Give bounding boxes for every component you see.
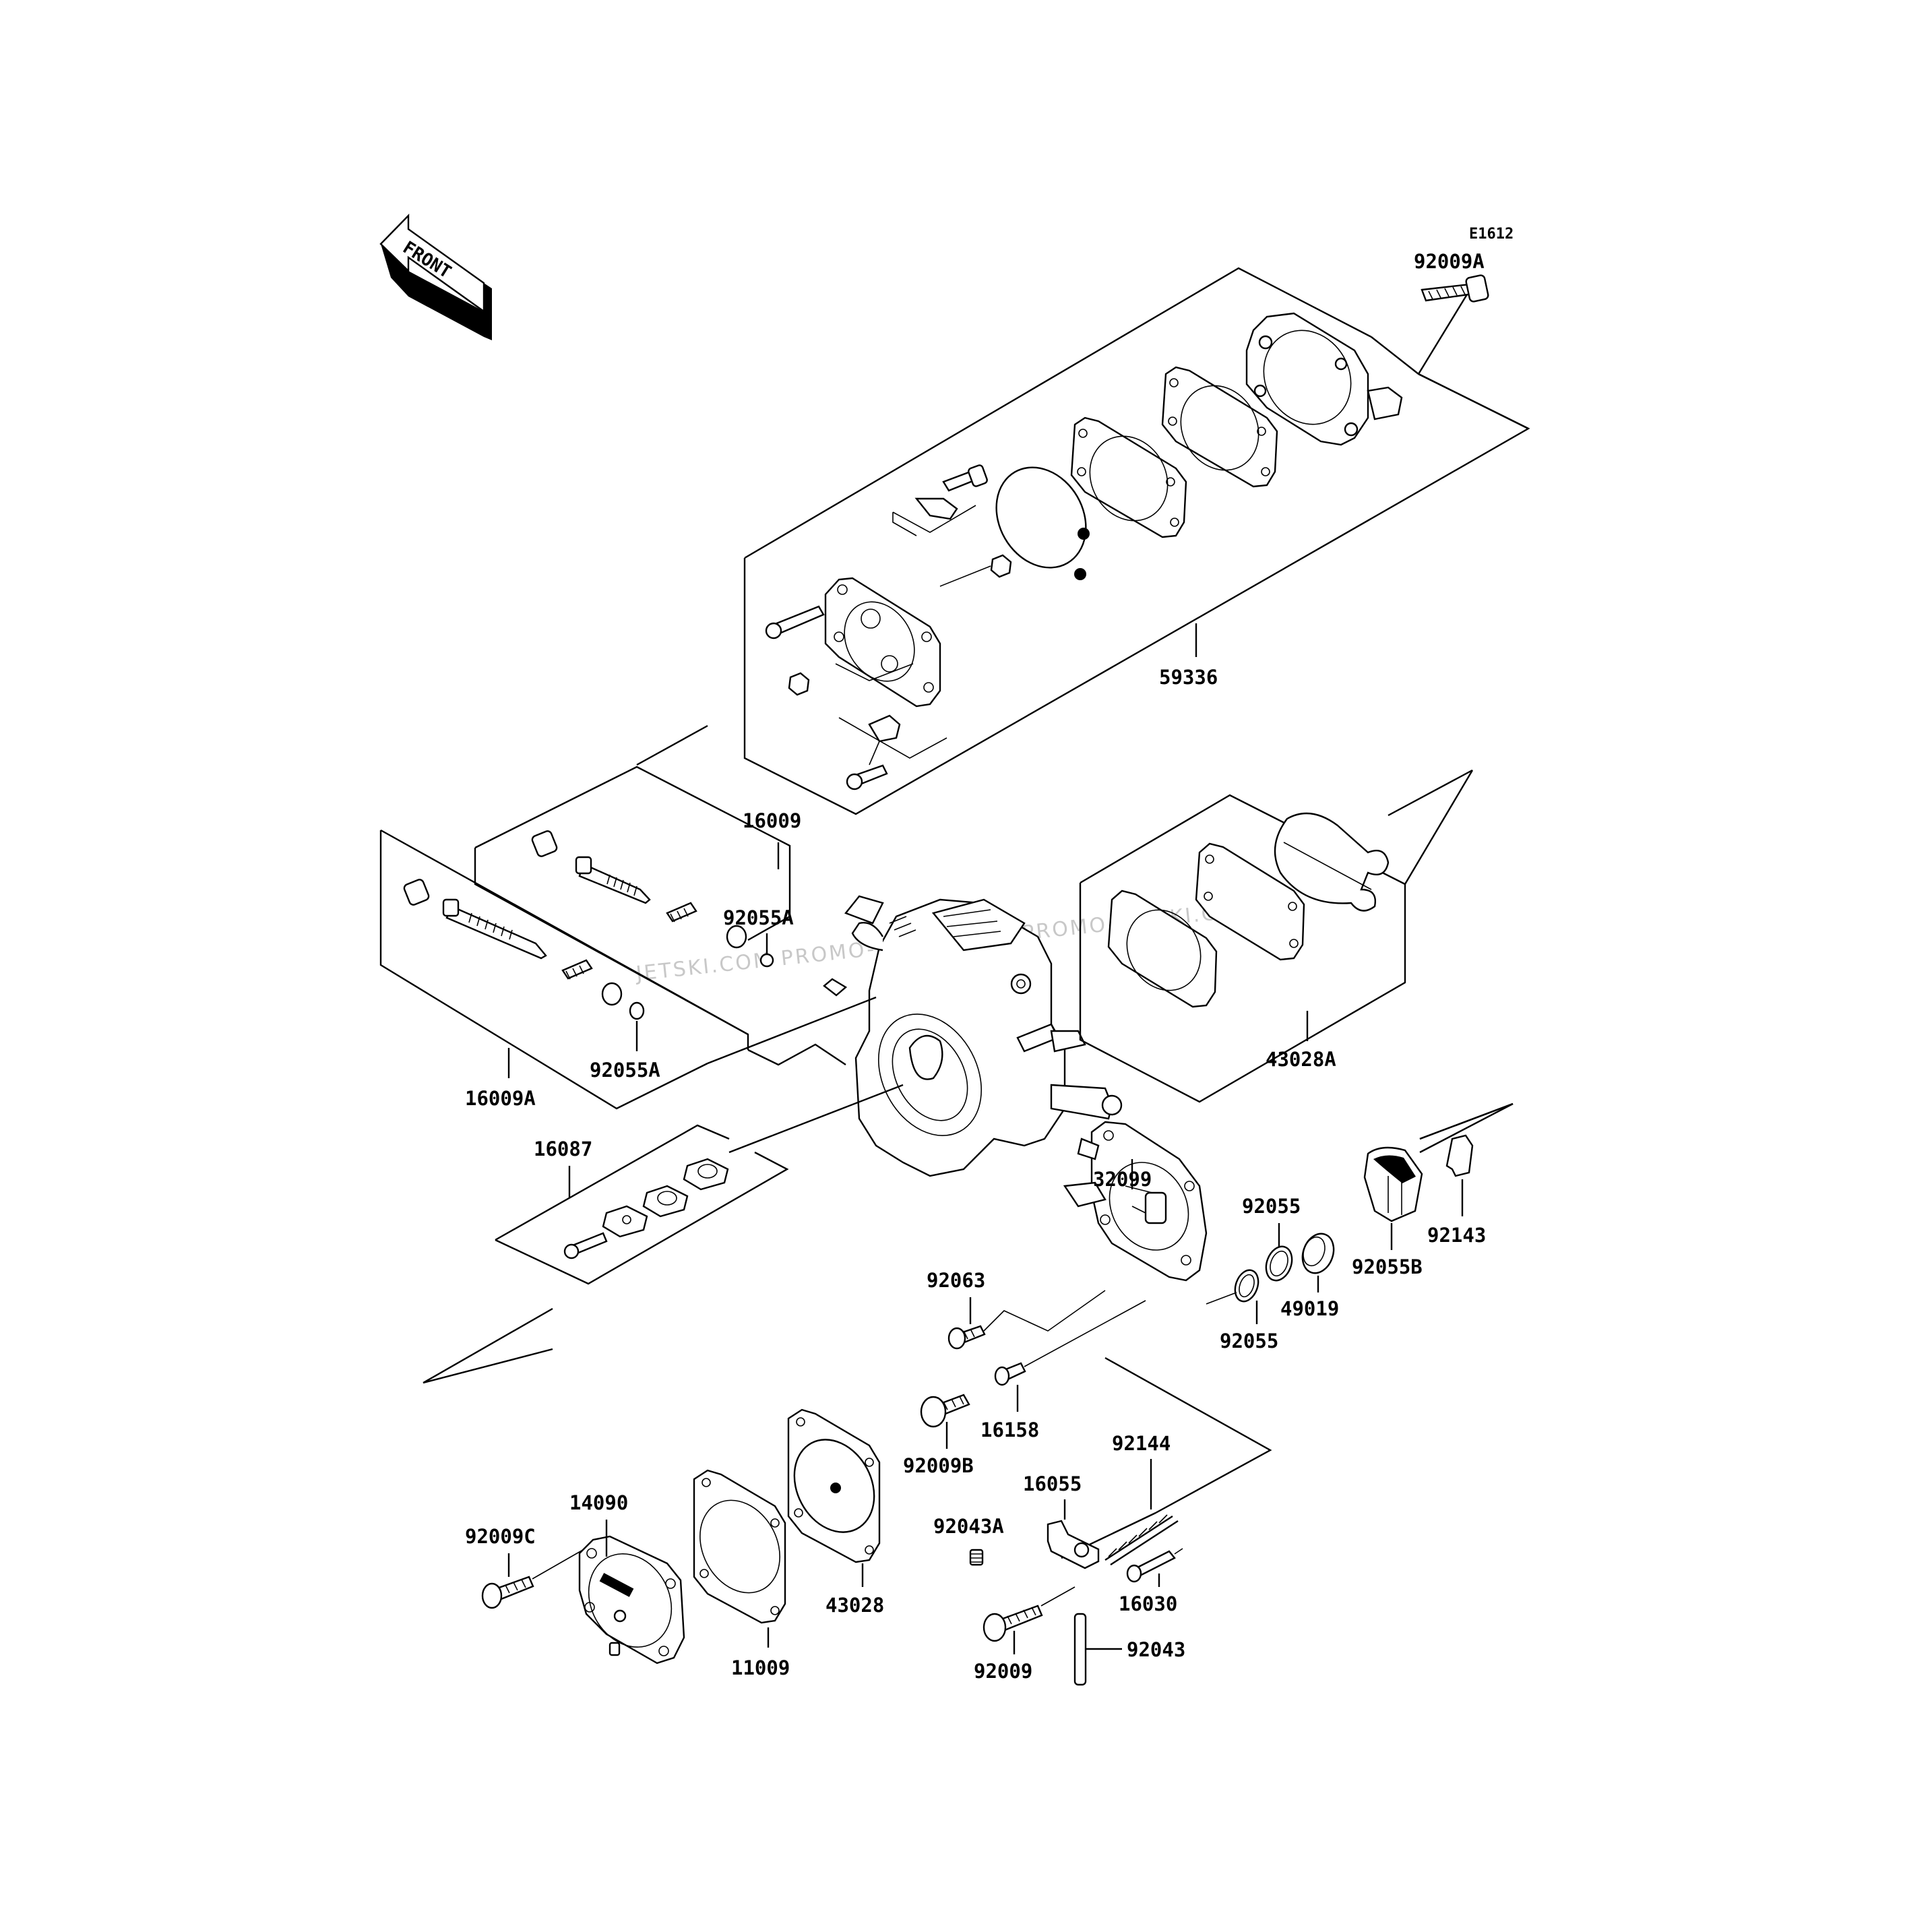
pump-gasket-2 (1070, 416, 1187, 538)
callout-16055: 16055 (1023, 1472, 1082, 1495)
callout-92043A: 92043A (933, 1515, 1004, 1538)
oring-92055-1 (1265, 1245, 1293, 1282)
callout-92055B: 92055B (1352, 1255, 1423, 1278)
jet-16158 (994, 1300, 1146, 1386)
spring-92144 (1104, 1514, 1179, 1566)
screw-92009A (1417, 274, 1489, 375)
callout-92143: 92143 (1427, 1224, 1486, 1247)
pilot-screw-16009 (531, 830, 774, 968)
callout-92055-1: 92055 (1242, 1195, 1301, 1218)
callout-92055A-2: 92055A (590, 1059, 660, 1082)
callout-92063: 92063 (927, 1269, 985, 1292)
cover-14090 (578, 1535, 685, 1664)
callout-92009C: 92009C (465, 1525, 536, 1548)
callout-16009: 16009 (743, 809, 801, 832)
gasket-kit-box (1079, 769, 1474, 1103)
cover-92055B (1363, 1146, 1423, 1222)
diagram-code: E1612 (1469, 226, 1514, 243)
screw-92063 (947, 1290, 1106, 1350)
screw-92009 (983, 1586, 1076, 1642)
valve-screw-upper (892, 464, 988, 536)
check-valve-16087 (563, 1158, 729, 1259)
callout-16009A: 16009A (465, 1087, 536, 1110)
gasket-11009 (693, 1469, 786, 1624)
carburetor-body (823, 895, 1123, 1177)
clip-92143 (1445, 1134, 1474, 1177)
callout-49019: 49019 (1280, 1297, 1339, 1320)
callout-92055A-1: 92055A (723, 906, 794, 929)
leader-carb-16009A (707, 996, 877, 1065)
gasket-43028A-2 (1195, 842, 1305, 961)
screw-92009B (920, 1394, 970, 1428)
lower-assembly-lines (423, 1102, 1514, 1559)
callout-11009: 11009 (731, 1656, 790, 1679)
front-arrow-icon: FRONT (379, 214, 492, 340)
needle-16030 (1126, 1548, 1183, 1583)
pump-screw-left (765, 605, 914, 696)
pump-body (824, 577, 941, 708)
pump-cover (1245, 312, 1403, 446)
pump-nut (939, 554, 1012, 587)
callout-92009A: 92009A (1414, 250, 1485, 273)
callout-92009: 92009 (974, 1660, 1032, 1683)
callout-32099: 32099 (1093, 1168, 1152, 1191)
diaphragm-43028A (1274, 812, 1390, 912)
callout-16158: 16158 (980, 1419, 1039, 1441)
lever-16055 (1047, 1520, 1100, 1569)
callout-92144: 92144 (1112, 1432, 1171, 1455)
pin-92043 (1073, 1613, 1087, 1686)
diaphragm-43028 (787, 1408, 881, 1563)
pump-gasket-1 (1161, 366, 1278, 488)
valve-screw-lower (838, 714, 947, 790)
spring-92043A (969, 1549, 984, 1566)
idle-screw-16009A (403, 879, 645, 1020)
callout-92009B: 92009B (903, 1454, 974, 1477)
callout-14090: 14090 (569, 1491, 628, 1514)
screw-92009C (481, 1549, 584, 1609)
cap-49019 (1301, 1233, 1335, 1274)
callout-16087: 16087 (534, 1138, 592, 1160)
oring-92055-2 (1206, 1269, 1259, 1305)
pump-kit-box (636, 267, 1530, 815)
callout-43028: 43028 (825, 1594, 884, 1617)
idle-screw-box (379, 829, 846, 1110)
callout-59336: 59336 (1159, 666, 1218, 689)
pilot-screw-box (474, 766, 791, 1036)
callout-92055-2: 92055 (1220, 1330, 1278, 1352)
gasket-43028A-1 (1107, 890, 1218, 1008)
check-valve-box (495, 1084, 904, 1285)
fuel-pump-body-32099 (1063, 1121, 1208, 1282)
callout-43028A: 43028A (1266, 1048, 1336, 1071)
callout-16030: 16030 (1119, 1592, 1177, 1615)
pump-diaphragm (995, 466, 1090, 580)
callout-92043: 92043 (1127, 1638, 1185, 1661)
